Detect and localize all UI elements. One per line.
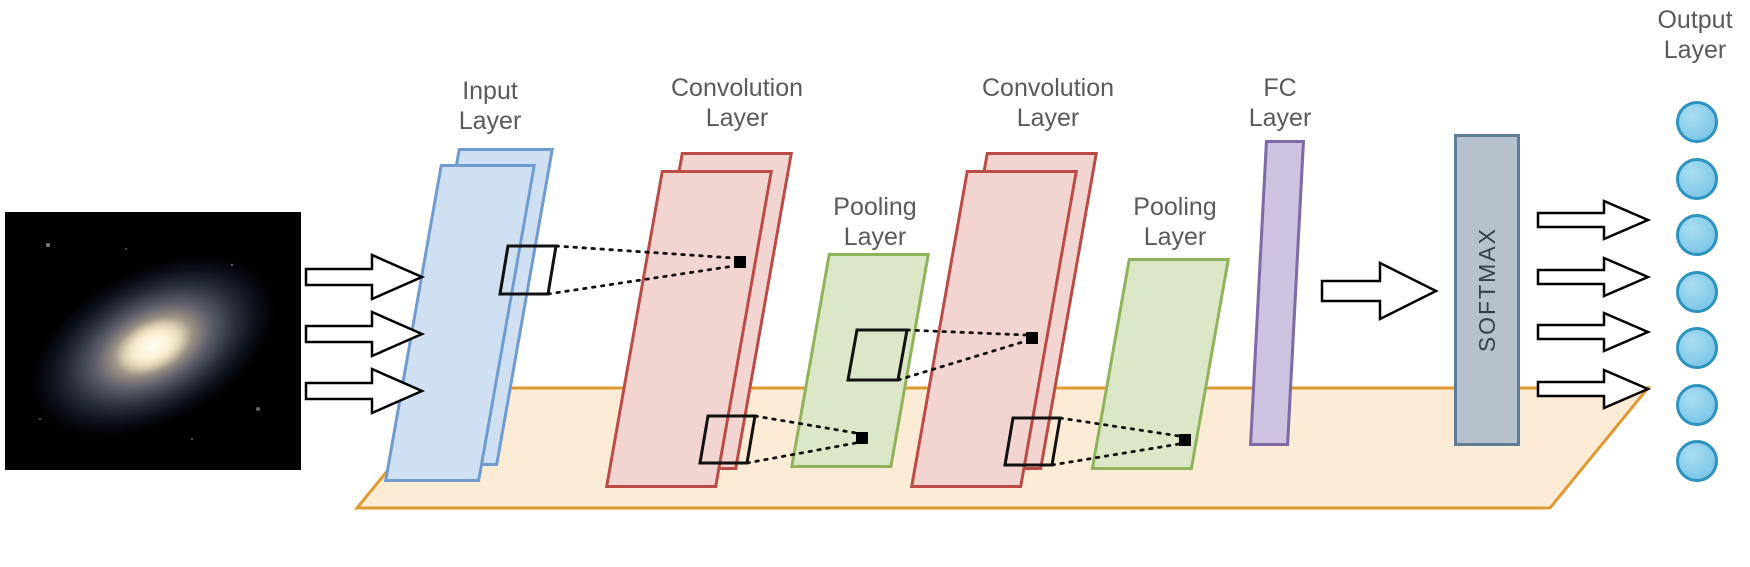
label-line: Layer — [1143, 223, 1207, 251]
conv-layer-2-label: Convolution Layer — [982, 73, 1114, 133]
output-node — [1676, 158, 1718, 200]
output-layer-label: Output Layer — [1657, 5, 1732, 65]
label-line: Output — [1657, 6, 1733, 34]
label-line: Layer — [1248, 104, 1312, 132]
input-arrow-2 — [304, 310, 426, 358]
output-node — [1676, 384, 1718, 426]
pooling-layer-2-label: Pooling Layer — [1133, 192, 1216, 252]
galaxy-input-image — [5, 212, 301, 470]
pooling-layer-1-plane — [790, 253, 930, 468]
label-line: Layer — [1016, 104, 1080, 132]
label-line: Layer — [843, 223, 907, 251]
output-node — [1676, 327, 1718, 369]
output-node — [1676, 214, 1718, 256]
fc-layer-label: FC Layer — [1249, 73, 1312, 133]
label-line: Pooling — [833, 193, 917, 221]
label-line: Pooling — [1133, 193, 1217, 221]
softmax-arrow — [1320, 260, 1439, 322]
output-node — [1676, 440, 1718, 482]
output-node — [1676, 101, 1718, 143]
softmax-bar: SOFTMAX — [1454, 134, 1520, 446]
output-arrow-3 — [1536, 311, 1652, 353]
input-arrow-1 — [304, 253, 426, 301]
output-arrow-4 — [1536, 368, 1652, 410]
label-line: FC — [1263, 74, 1297, 102]
output-node — [1676, 271, 1718, 313]
label-line: Convolution — [670, 74, 804, 102]
fc-layer-bar — [1248, 140, 1306, 446]
pooling-layer-2-plane — [1090, 258, 1230, 470]
label-line: Convolution — [981, 74, 1115, 102]
label-line: Layer — [1663, 36, 1727, 64]
output-arrow-2 — [1536, 256, 1652, 298]
pooling-layer-1-label: Pooling Layer — [833, 192, 916, 252]
output-arrow-1 — [1536, 199, 1652, 241]
conv-layer-1-label: Convolution Layer — [671, 73, 803, 133]
softmax-label: SOFTMAX — [1473, 227, 1500, 353]
label-line: Input — [462, 77, 518, 105]
galaxy-stars — [5, 212, 7, 214]
label-line: Layer — [705, 104, 769, 132]
input-layer-label: Input Layer — [459, 76, 522, 136]
label-line: Layer — [458, 107, 522, 135]
